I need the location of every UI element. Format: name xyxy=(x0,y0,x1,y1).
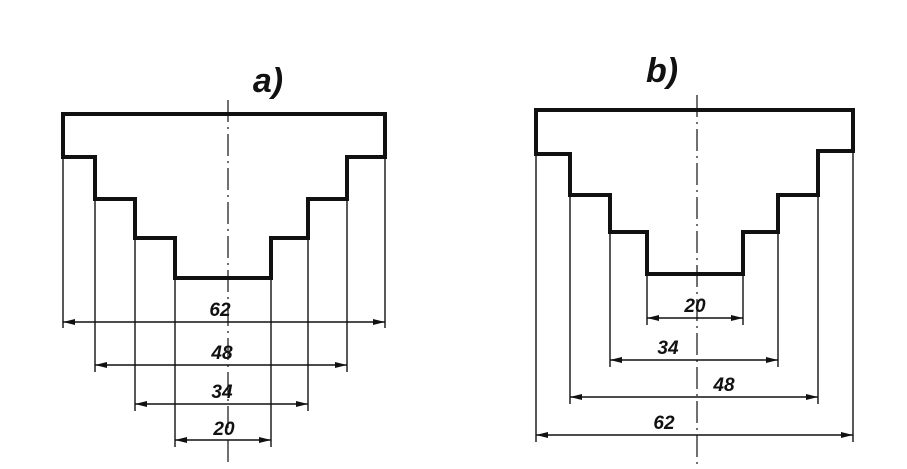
dimension-label: 62 xyxy=(209,300,231,321)
figure-a: a) 62 48 34 20 xyxy=(61,62,387,465)
dimension-label: 20 xyxy=(683,296,706,317)
figure-a-dimension-62: 62 xyxy=(63,300,385,325)
figure-b-stepped-profile xyxy=(534,108,855,276)
dimension-label: 48 xyxy=(210,343,233,364)
dimension-label: 62 xyxy=(653,413,675,434)
figure-b-title: b) xyxy=(646,52,678,90)
figure-b-extension-lines xyxy=(535,151,854,442)
figure-a-extension-lines xyxy=(62,157,386,447)
figure-b-dimension-48: 48 xyxy=(570,375,818,400)
figure-b-dimension-34: 34 xyxy=(610,338,778,363)
figure-a-dimension-34: 34 xyxy=(135,382,308,407)
figure-b-dimension-20: 20 xyxy=(647,296,743,321)
figure-a-dimension-20: 20 xyxy=(175,419,271,443)
figure-a-title: a) xyxy=(253,62,283,100)
figure-b: b) 20 34 48 62 xyxy=(534,52,855,465)
figure-a-dimension-48: 48 xyxy=(95,343,347,368)
dimension-label: 34 xyxy=(211,382,233,403)
dimension-label: 48 xyxy=(712,375,735,396)
dimension-label: 34 xyxy=(657,338,679,359)
figure-b-dimension-62: 62 xyxy=(536,413,853,438)
dimension-label: 20 xyxy=(212,419,235,440)
figure-a-stepped-profile xyxy=(61,112,387,280)
